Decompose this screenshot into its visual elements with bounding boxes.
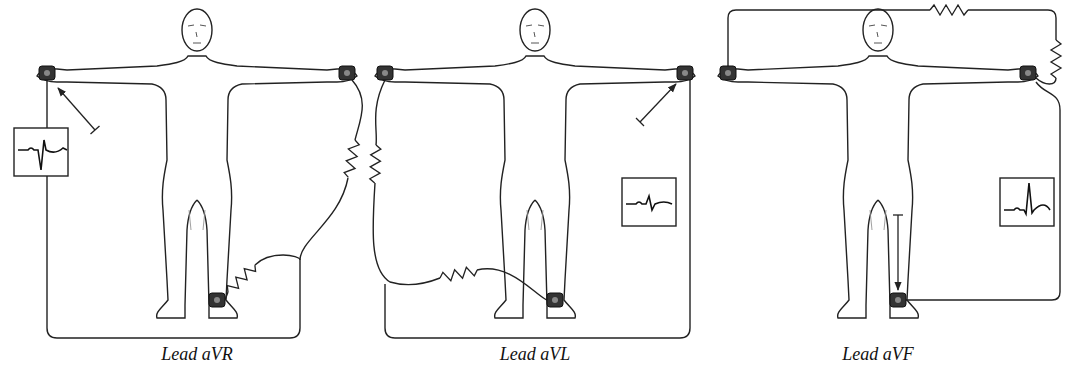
- lead-caption: Lead aVL: [500, 344, 571, 365]
- lead-wires: [47, 5, 1061, 338]
- human-figure: [718, 9, 1038, 318]
- human-figure: [37, 9, 357, 318]
- electrode: [39, 66, 1036, 307]
- lead-caption: Lead aVR: [161, 344, 233, 365]
- waveform-box: [14, 128, 1054, 226]
- electrode-center: [44, 70, 1031, 303]
- lead-arrow: [58, 84, 903, 290]
- lead-caption: Lead aVF: [842, 344, 914, 365]
- human-figure: [375, 9, 695, 318]
